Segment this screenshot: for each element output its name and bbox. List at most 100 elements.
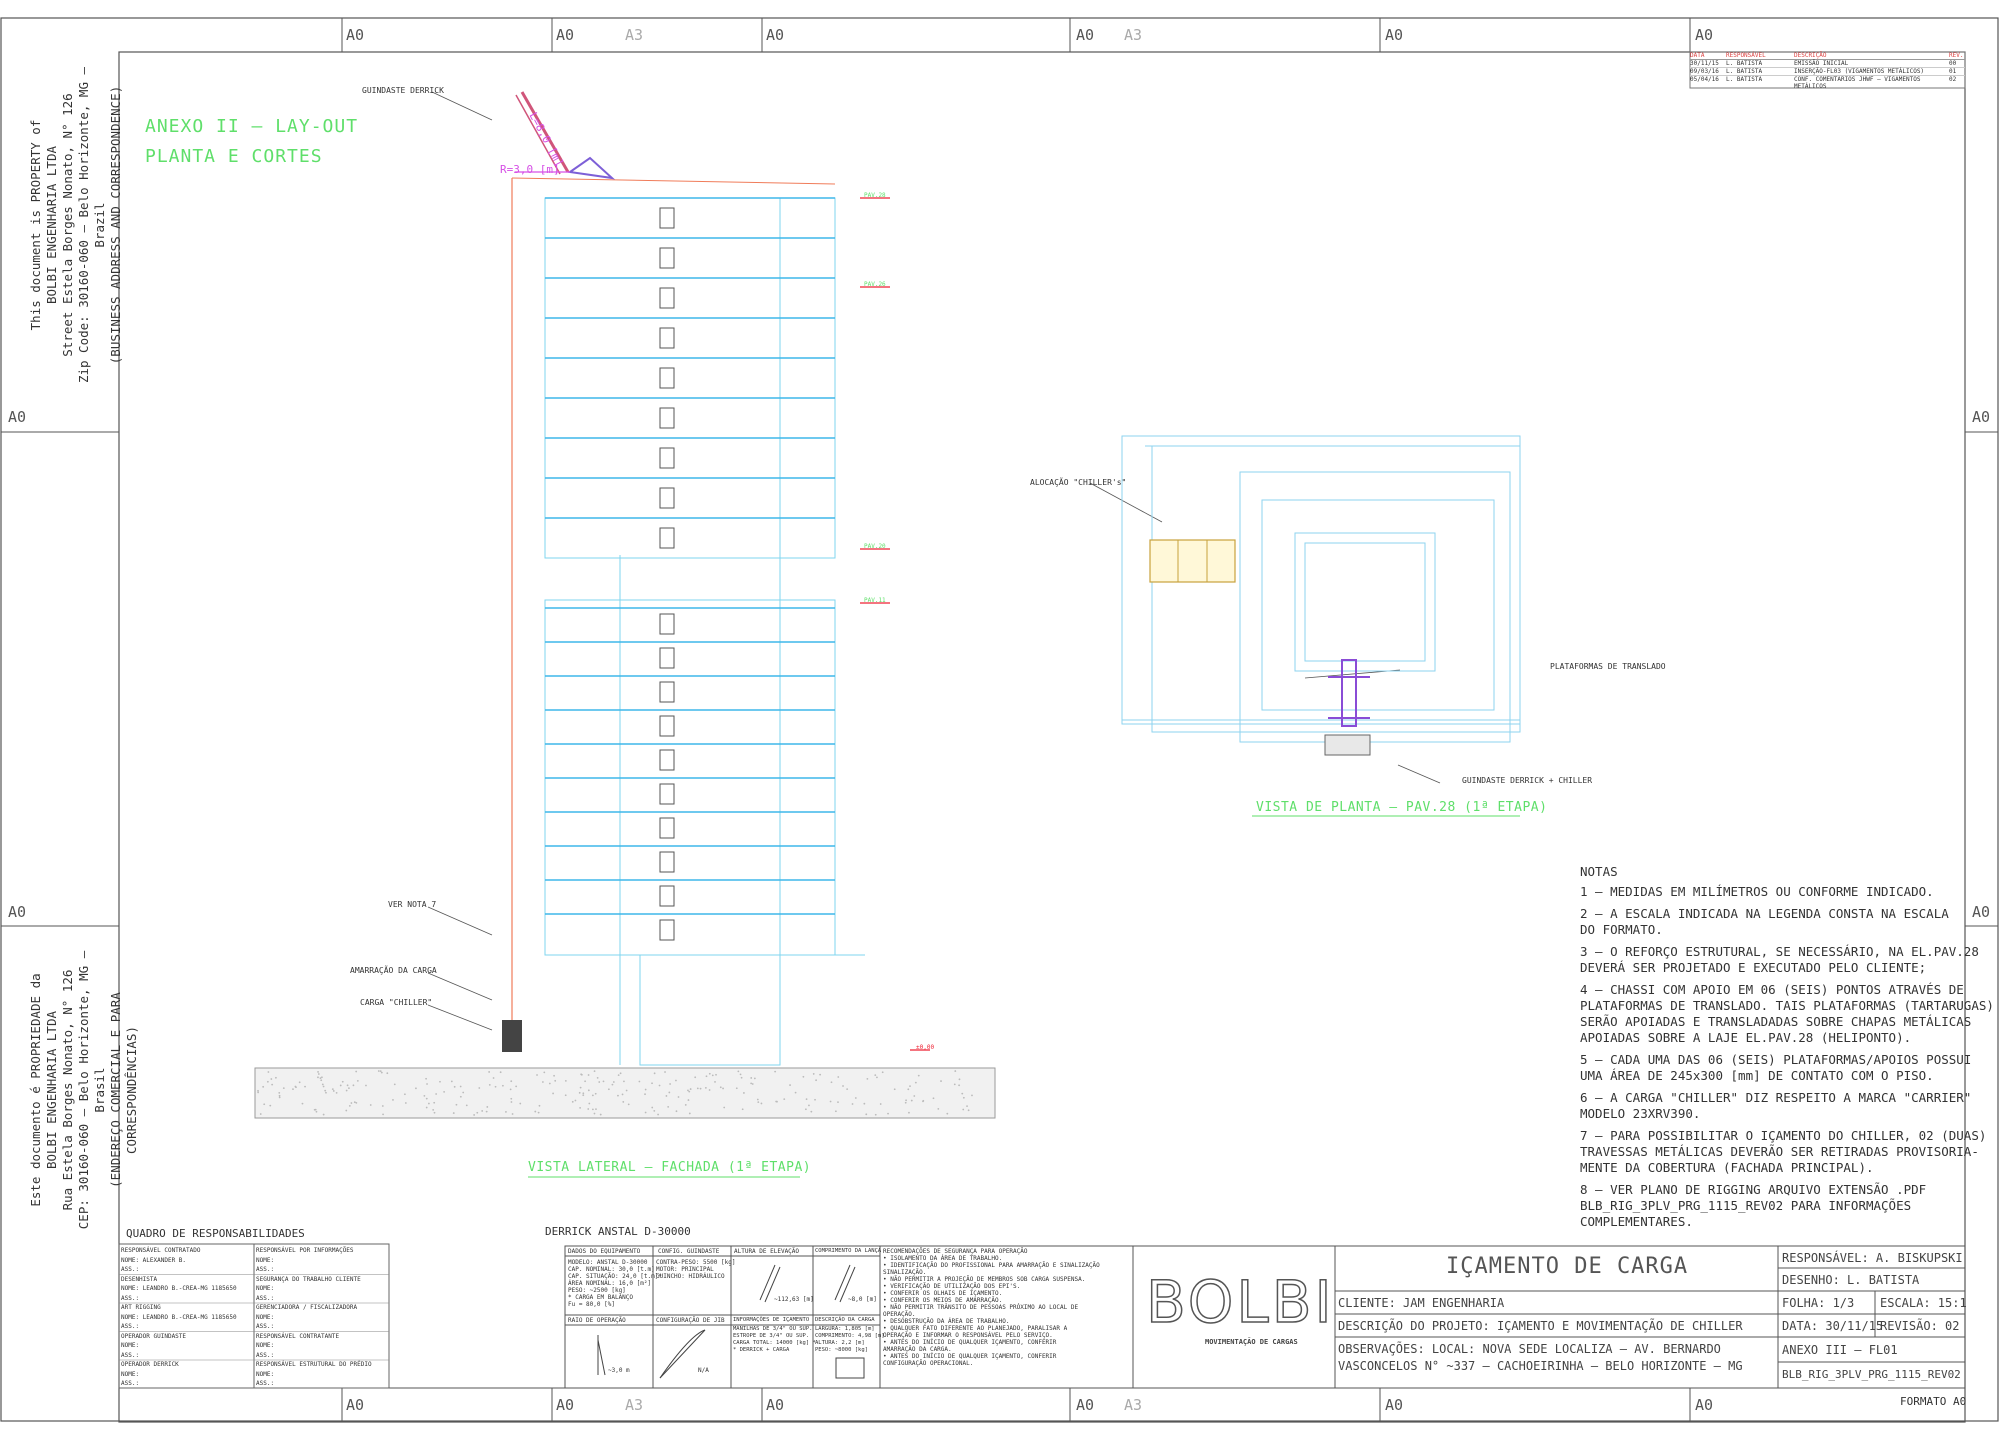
derrick-header-dados: DADOS DO EQUIPAMENTO [568,1248,641,1255]
safety-item: • DESOBSTRUÇÃO DA ÁREA DE TRABALHO. [883,1318,1010,1325]
notes-section: NOTAS 1 – MEDIDAS EM MILÍMETROS OU CONFO… [1580,864,1994,1236]
note-line: 8 – VER PLANO DE RIGGING ARQUIVO EXTENSÃ… [1580,1182,1927,1197]
responsibility-cell: NOME: [256,1342,275,1349]
safety-item: SINALIZAÇÃO. [883,1269,927,1276]
level-pav26: PAV.26 [864,281,886,288]
guindaste-chiller-label: GUINDASTE DERRICK + CHILLER [1462,776,1593,785]
derrick-dados-line: PESO: ~2500 [kg] [568,1287,626,1294]
responsibility-cell: NOME: [121,1370,140,1378]
cliente: CLIENTE: JAM ENGENHARIA [1338,1296,1505,1310]
responsibility-cell: ASS.: [121,1323,140,1330]
revisao: REVISÃO: 02 [1880,1319,1960,1333]
derrick-desc: LARGURA: 1,805 [m]COMPRIMENTO: 4,98 [m]A… [815,1326,885,1354]
safety-item: • QUALQUER FATO DIFERENTE AO PLANEJADO, … [883,1325,1068,1332]
zone-label-top-1: A0 [346,26,365,44]
formato-label: FORMATO A0 [1900,1395,1967,1408]
derrick-info-line: ESTROPE DE 3/4" OU SUP. [733,1333,810,1339]
derrick-desc-line: PESO: ~8000 [kg] [815,1347,868,1353]
responsibility-cell: RESPONSÁVEL CONTRATANTE [256,1332,340,1340]
desenho: DESENHO: L. BATISTA [1782,1273,1920,1287]
safety-item: • CONFERIR OS MEIOS DE AMARRAÇÃO. [883,1297,1003,1304]
plan-view-title: VISTA DE PLANTA – PAV.28 (1ª ETAPA) [1256,800,1548,815]
plataformas-label: PLATAFORMAS DE TRANSLADO [1550,662,1666,671]
zone-label-bottom-5: A0 [1076,1396,1095,1414]
responsibility-cell: SEGURANÇA DO TRABALHO CLIENTE [256,1275,361,1283]
zone-label-bottom-7: A0 [1385,1396,1404,1414]
responsibility-cell: NOME: [121,1342,140,1349]
responsibility-cell: ASS.: [256,1380,275,1387]
responsibility-row: OPERADOR DERRICK RESPONSÁVEL ESTRUTURAL D… [119,1360,389,1370]
zone-label-left-1: A0 [8,408,27,426]
derrick-config-line: MOTOR: PRINCIPAL [656,1266,714,1273]
zone-label-top-6: A3 [1124,26,1143,44]
observacoes-2: VASCONCELOS N° ~337 – CACHOEIRINHA – BEL… [1338,1359,1743,1373]
note-item: 7 – PARA POSSIBILITAR O IÇAMENTO DO CHIL… [1580,1128,1994,1176]
raio-value: ~3,0 m [608,1367,630,1374]
derrick-header-jib: CONFIGURAÇÃO DE JIB [656,1317,725,1324]
note-item: 5 – CADA UMA DAS 06 (SEIS) PLATAFORMAS/A… [1580,1052,1994,1084]
derrick-info-line: CARGA TOTAL: 14000 [kg] * [733,1340,816,1346]
responsibility-row: DESENHISTA SEGURANÇA DO TRABALHO CLIENTE [119,1275,389,1285]
responsibility-cell: RESPONSÁVEL ESTRUTURAL DO PRÉDIO [256,1361,372,1368]
responsibility-cell: DESENHISTA [121,1275,158,1283]
derrick-title: DERRICK ANSTAL D-30000 [545,1225,691,1238]
zone-label-right-1: A0 [1972,408,1991,426]
zone-label-bottom-2: A0 [556,1396,575,1414]
escala: ESCALA: 15:1 [1880,1296,1967,1310]
zone-label-right-2: A0 [1972,903,1991,921]
responsibility-cell: NOME: [256,1370,275,1378]
responsibility-cell: ASS.: [256,1323,275,1330]
responsibility-row: NOME: NOME: [119,1341,389,1351]
note-line: 4 – CHASSI COM APOIO EM 06 (SEIS) PONTOS… [1580,982,1964,997]
carga-chiller-label: CARGA "CHILLER" [360,998,433,1007]
arquivo: BLB_RIG_3PLV_PRG_1115_REV02 [1782,1368,1961,1381]
note-line: 2 – A ESCALA INDICADA NA LEGENDA CONSTA … [1580,906,1949,921]
zone-label-top-5: A0 [1076,26,1095,44]
safety-item: • ANTES DO INÍCIO DE QUALQUER IÇAMENTO, … [883,1353,1057,1360]
responsibility-cell: ASS.: [121,1266,140,1273]
derrick-info: MANILHAS DE 3/4" OU SUP.ESTROPE DE 3/4" … [733,1326,816,1354]
observacoes-1: OBSERVAÇÕES: LOCAL: NOVA SEDE LOCALIZA –… [1338,1342,1721,1356]
derrick-header-config: CONFIG. GUINDASTE [658,1248,720,1255]
responsibility-row: ASS.:ASS.: [119,1294,389,1304]
derrick-info-line: MANILHAS DE 3/4" OU SUP. [733,1326,813,1332]
note-line: PLATAFORMAS DE TRANSLADO. TAIS PLATAFORM… [1580,998,1994,1013]
note-line: 3 – O REFORÇO ESTRUTURAL, SE NECESSÁRIO,… [1580,944,1979,959]
note-line: 5 – CADA UMA DAS 06 (SEIS) PLATAFORMAS/A… [1580,1052,1972,1067]
zone-label-top-4: A0 [766,26,785,44]
responsibility-cell: NOME: LEANDRO B.-CREA-MG 1185650 [121,1313,237,1321]
zone-label-top-8: A0 [1695,26,1714,44]
level-pav11: PAV.11 [864,597,886,604]
safety-item: • NÃO PERMITIR A PROJEÇÃO DE MEMBROS SOB… [883,1276,1086,1283]
safety-item: • NÃO PERMITIR TRÂNSITO DE PESSOAS PRÓXI… [883,1304,1079,1311]
zone-label-top-7: A0 [1385,26,1404,44]
folha: FOLHA: 1/3 [1782,1296,1855,1310]
responsibility-row: ASS.:ASS.: [119,1379,389,1389]
safety-item: • VERIFICAÇÃO DE UTILIZAÇÃO DOS EPI'S. [883,1283,1021,1290]
anexo: ANEXO III – FL01 [1782,1343,1898,1357]
responsibility-row: ASS.:ASS.: [119,1265,389,1275]
lateral-view-title: VISTA LATERAL – FACHADA (1ª ETAPA) [528,1160,812,1175]
zone-label-bottom-4: A0 [766,1396,785,1414]
responsavel: RESPONSÁVEL: A. BISKUPSKI [1782,1251,1963,1265]
note-item: 2 – A ESCALA INDICADA NA LEGENDA CONSTA … [1580,906,1994,938]
descricao-projeto: DESCRIÇÃO DO PROJETO: IÇAMENTO E MOVIMEN… [1338,1319,1743,1333]
responsibility-cell: OPERADOR DERRICK [121,1361,179,1368]
safety-item: • ISOLAMENTO DA ÁREA DE TRABALHO. [883,1255,1003,1262]
crane-radius-label: R=3,0 [m] [500,163,560,176]
responsibility-row: NOME: ALEXANDER B.NOME: [119,1256,389,1266]
derrick-desc-line: ALTURA: 2,2 [m] [815,1340,865,1346]
level-ground: ±0,00 [916,1044,935,1051]
zone-label-bottom-8: A0 [1695,1396,1714,1414]
responsibility-row: ASS.:ASS.: [119,1351,389,1361]
